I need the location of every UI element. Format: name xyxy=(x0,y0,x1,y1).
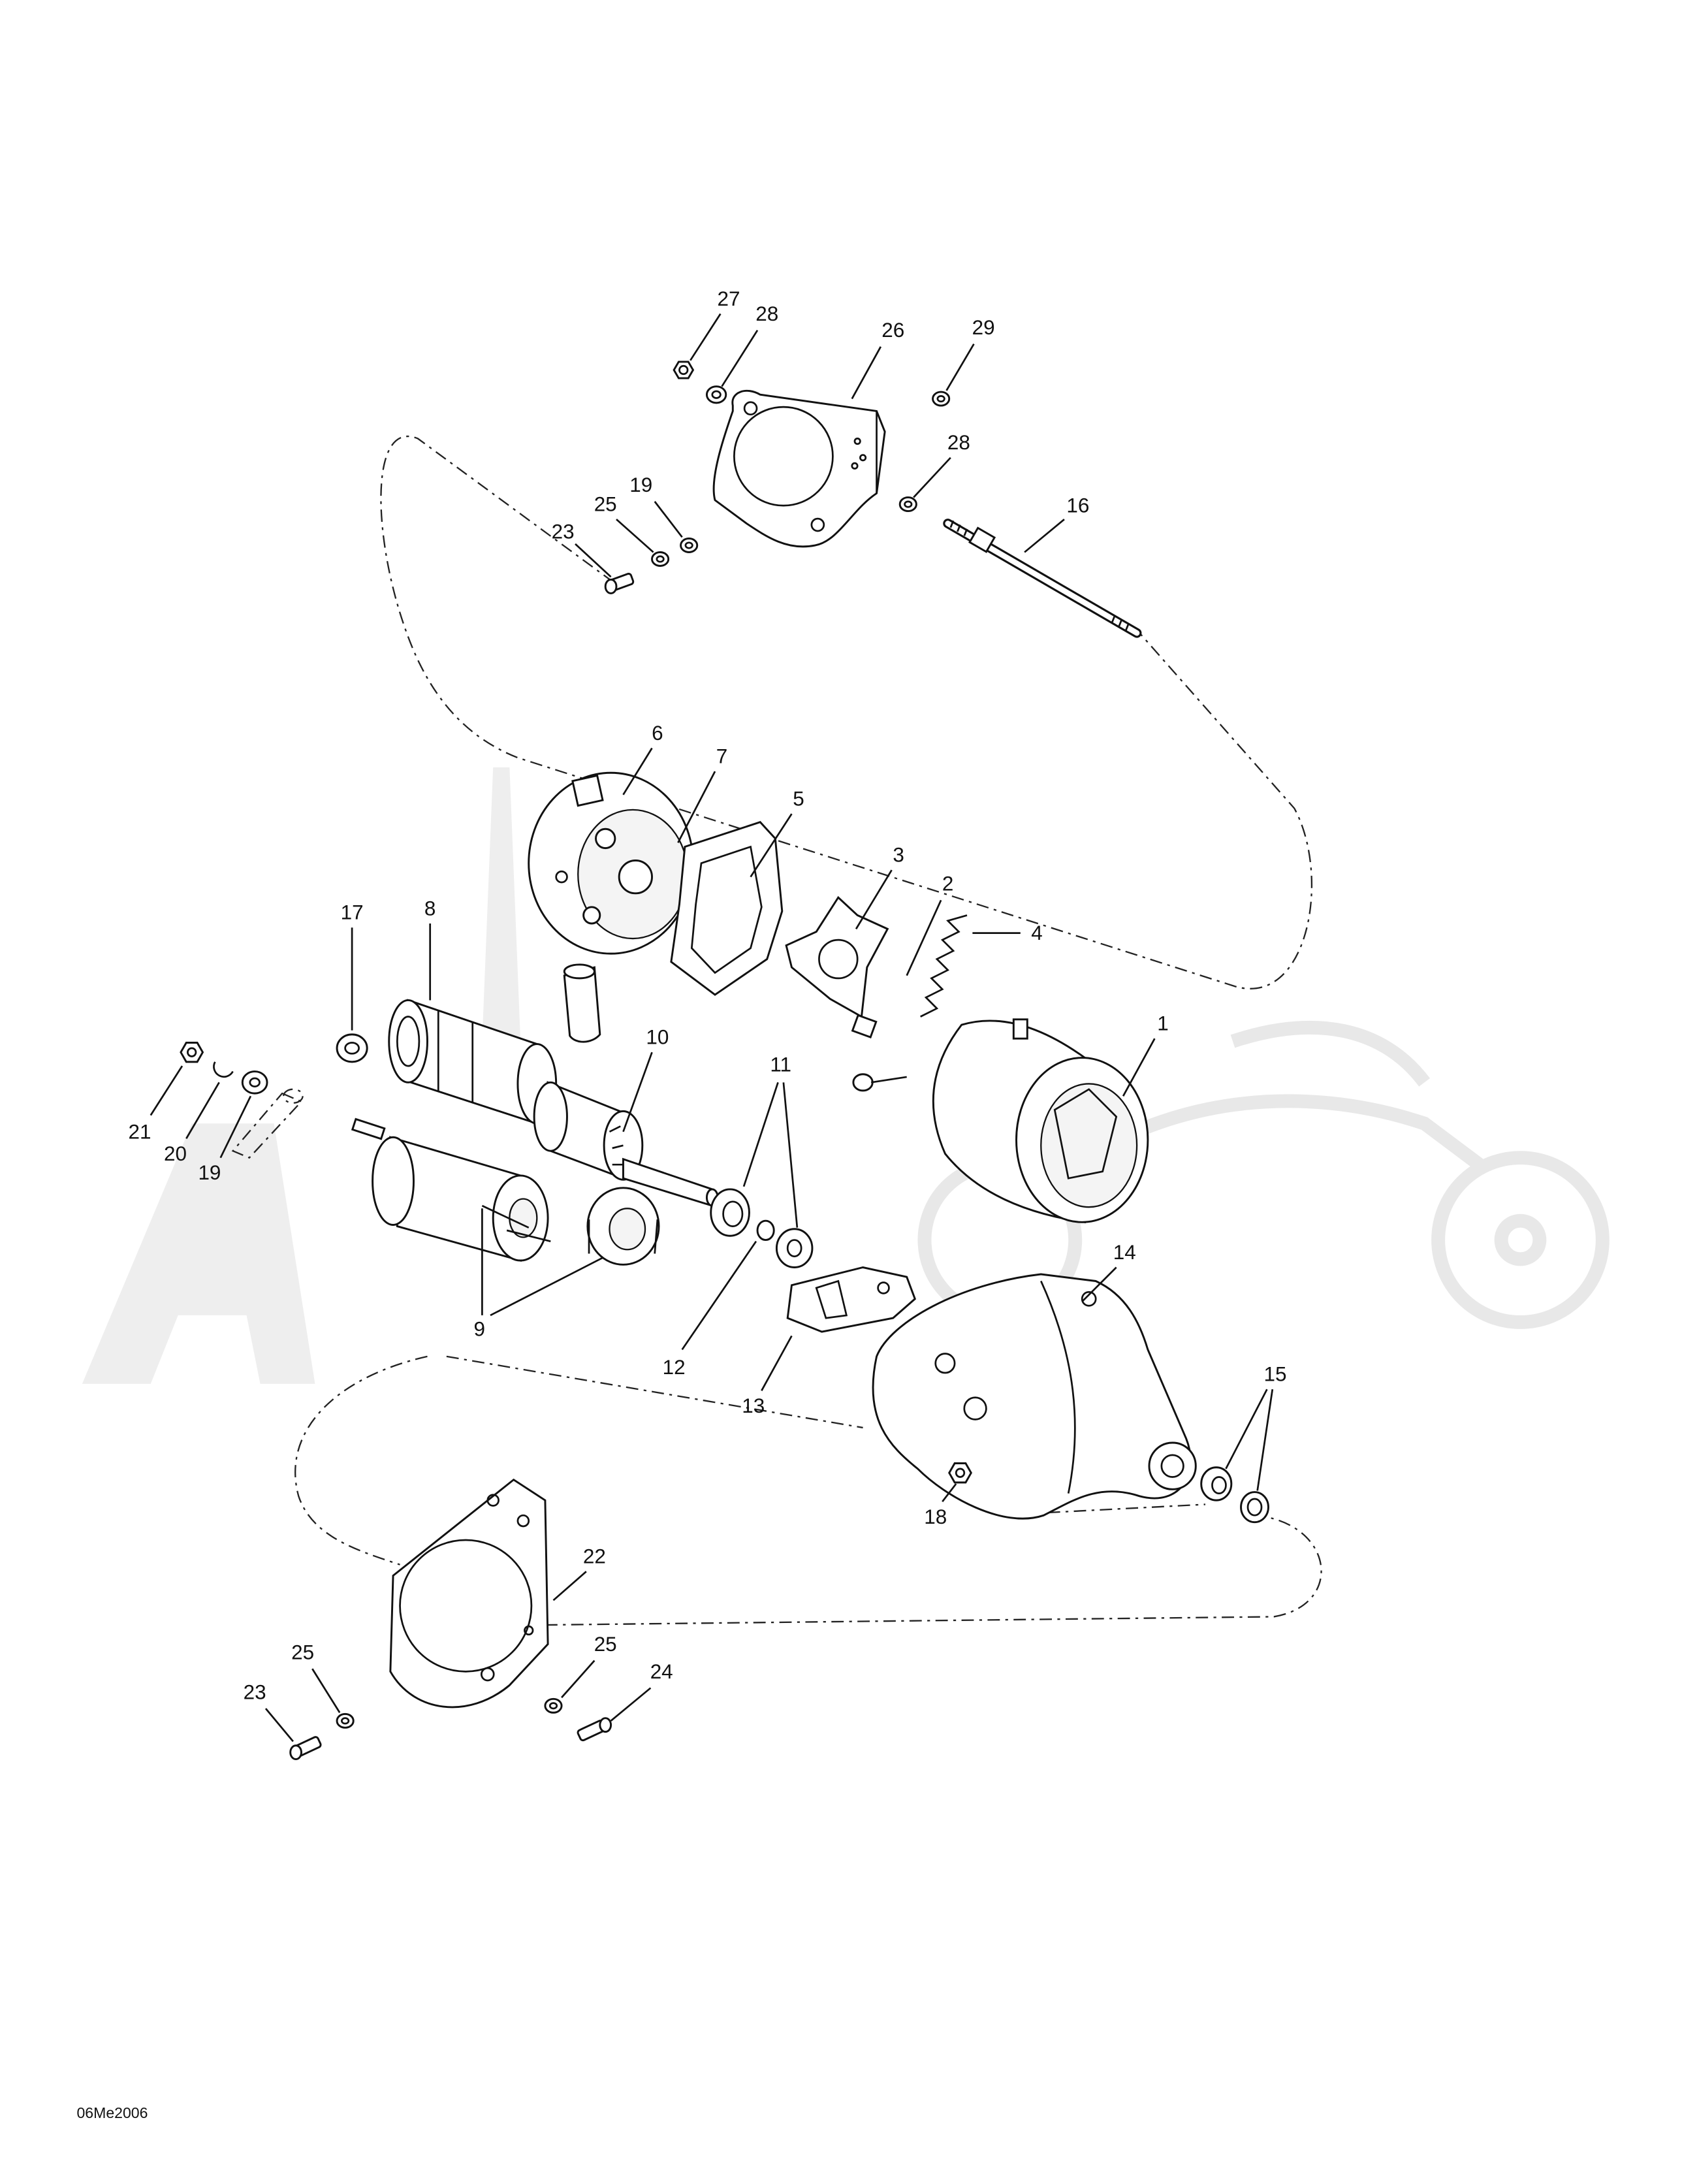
part-bolt-dashed xyxy=(231,1088,304,1159)
part-24-screw xyxy=(577,1717,612,1742)
callout-3: 3 xyxy=(893,844,904,867)
leader-lines xyxy=(150,313,1274,1742)
part-25-washer-top xyxy=(651,551,670,567)
part-17-washer xyxy=(336,1033,368,1063)
part-23-screw-bottom xyxy=(289,1736,322,1761)
callout-18: 18 xyxy=(924,1505,947,1528)
part-sleeve xyxy=(563,963,601,1043)
part-16-stud xyxy=(943,519,1142,638)
part-26-mounting-plate xyxy=(712,389,886,548)
part-25-washer-bottom-left xyxy=(336,1712,355,1729)
part-4-spring xyxy=(920,914,968,1018)
callout-15: 15 xyxy=(1263,1363,1286,1386)
drawing-code: 06Me2006 xyxy=(76,2104,148,2121)
part-19-washer-top xyxy=(680,538,699,553)
part-22-mounting-plate xyxy=(389,1478,549,1709)
part-19-washer-left xyxy=(241,1070,268,1095)
part-8-armature xyxy=(388,999,558,1125)
part-15-bushing xyxy=(1200,1466,1233,1502)
callout-10: 10 xyxy=(646,1026,669,1049)
callout-19-top: 19 xyxy=(629,474,652,496)
part-29-washer xyxy=(932,391,951,407)
part-1-field-housing xyxy=(852,1018,1149,1223)
callout-20: 20 xyxy=(164,1142,187,1165)
callout-25-top: 25 xyxy=(594,493,617,516)
callout-26: 26 xyxy=(881,319,904,342)
callout-28-b: 28 xyxy=(947,431,970,454)
part-5-gasket xyxy=(670,821,784,996)
callout-16: 16 xyxy=(1066,494,1089,517)
callout-4: 4 xyxy=(1031,922,1043,944)
callout-25-bottom-right: 25 xyxy=(594,1633,617,1656)
part-25-washer-bottom-right xyxy=(544,1697,563,1714)
callout-19-left: 19 xyxy=(198,1161,221,1184)
part-28-washer-b xyxy=(898,496,917,513)
part-12-retaining-ring xyxy=(756,1219,775,1242)
callout-29: 29 xyxy=(972,316,995,339)
callout-21: 21 xyxy=(128,1120,151,1143)
part-2-brush xyxy=(851,1014,878,1039)
callout-7: 7 xyxy=(716,745,728,768)
part-18-nut xyxy=(948,1462,972,1484)
callout-27: 27 xyxy=(717,287,740,310)
callout-1: 1 xyxy=(1157,1012,1169,1035)
part-9-cap xyxy=(586,1187,660,1266)
callout-13: 13 xyxy=(742,1394,765,1417)
callout-2: 2 xyxy=(942,873,954,895)
part-6-end-cap xyxy=(528,771,694,955)
callout-17: 17 xyxy=(341,901,364,924)
part-11-washer xyxy=(775,1228,814,1268)
callout-23-top: 23 xyxy=(552,521,575,543)
callout-11: 11 xyxy=(770,1053,791,1076)
part-23-screw-top xyxy=(604,573,635,594)
part-15-seal xyxy=(1240,1491,1269,1524)
part-14-drive-housing xyxy=(872,1273,1197,1520)
part-20-lock-washer xyxy=(213,1061,234,1078)
callout-28: 28 xyxy=(755,302,778,325)
part-9-solenoid xyxy=(351,1117,551,1262)
callout-12: 12 xyxy=(663,1356,686,1379)
part-27-nut xyxy=(673,361,695,379)
callout-labels: 27 28 26 29 28 19 25 23 16 6 7 5 3 2 4 1… xyxy=(128,287,1286,1703)
callout-25-bottom-left: 25 xyxy=(291,1641,314,1663)
callout-9: 9 xyxy=(473,1317,484,1340)
callout-22: 22 xyxy=(583,1545,606,1568)
part-13-shift-lever xyxy=(786,1266,917,1333)
callout-5: 5 xyxy=(793,788,804,811)
part-21-nut xyxy=(180,1042,204,1063)
callout-8: 8 xyxy=(424,897,436,920)
part-28-washer xyxy=(705,385,727,404)
part-11-bearing xyxy=(710,1188,750,1237)
assembly-guide-lower xyxy=(294,1355,1322,1626)
callout-24: 24 xyxy=(650,1660,673,1683)
callout-6: 6 xyxy=(652,722,663,745)
part-3-brush-holder xyxy=(785,895,889,1018)
callout-14: 14 xyxy=(1113,1241,1136,1264)
callout-23-bottom: 23 xyxy=(244,1680,266,1703)
